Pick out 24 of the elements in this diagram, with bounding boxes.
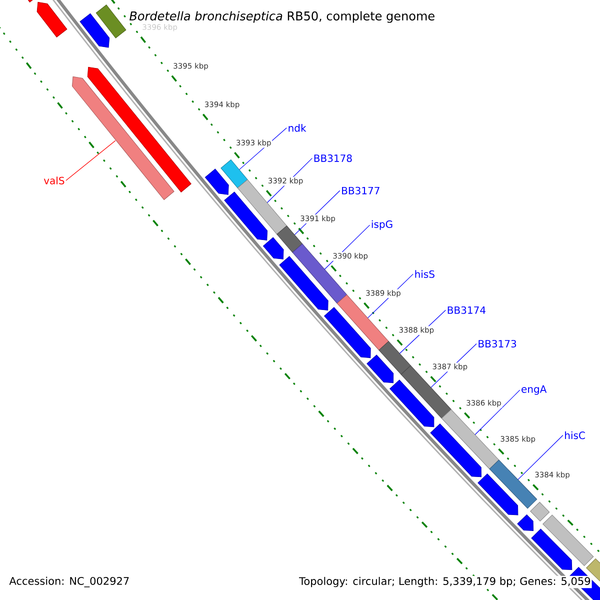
gene-feature xyxy=(378,341,411,375)
gene-label: engA xyxy=(522,385,547,395)
gene-label: ispG xyxy=(372,220,392,230)
gene-label: ndk xyxy=(288,124,306,132)
leader-line xyxy=(518,434,564,480)
leader-line xyxy=(474,390,520,435)
gene-label: BB3173 xyxy=(478,340,516,348)
gene-label: BB3178 xyxy=(314,154,352,162)
gene-label: valS xyxy=(44,176,64,184)
accession-text: Accession: NC_002927 xyxy=(8,576,131,588)
gene-feature xyxy=(400,365,452,419)
gene-label: hisS xyxy=(415,270,434,278)
gene-feature xyxy=(276,226,303,253)
genome-info-text: Topology: circular; Length: 5,339,179 bp; Genes: 5,059 xyxy=(298,576,592,588)
gene-feature xyxy=(441,409,500,470)
gene-feature xyxy=(336,294,389,350)
gene-label: BB3174 xyxy=(448,306,486,314)
gene-feature xyxy=(220,160,248,188)
gene-label: hisC xyxy=(565,431,585,440)
gene-feature xyxy=(237,179,287,235)
gene-feature xyxy=(72,76,174,200)
title: Bordetella bronchiseptica RB50, complete genome xyxy=(130,11,434,23)
leader-line xyxy=(66,140,116,181)
gene-label: BB3177 xyxy=(342,186,380,194)
